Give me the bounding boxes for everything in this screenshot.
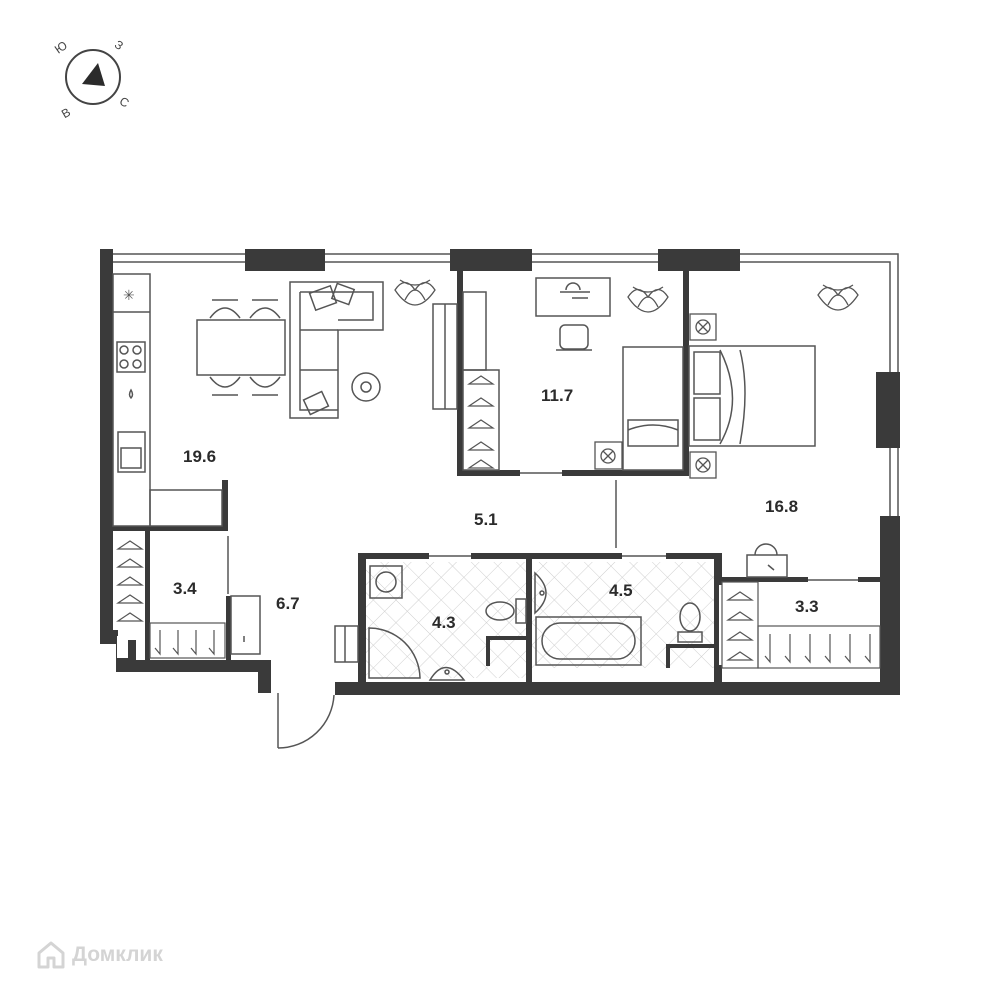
area-label-bedroom-master: 16.8 bbox=[765, 497, 798, 516]
tap-icon bbox=[128, 388, 134, 400]
nightstand-lamp-icon bbox=[689, 313, 717, 341]
hood-icon: ✳ bbox=[123, 287, 135, 303]
area-label-closet-left: 3.4 bbox=[173, 579, 197, 598]
closet-left-hangers bbox=[116, 540, 226, 659]
toilet bbox=[677, 602, 703, 643]
door-openings bbox=[225, 469, 858, 665]
sink-icon bbox=[428, 666, 466, 681]
sofa bbox=[289, 281, 384, 419]
desk bbox=[535, 277, 611, 317]
plant-icon bbox=[394, 279, 436, 306]
shower-cabin bbox=[368, 627, 421, 679]
wardrobe bbox=[462, 291, 500, 471]
interior-walls bbox=[113, 270, 880, 693]
kitchen-unit: ✳ bbox=[112, 273, 223, 527]
dining-table bbox=[196, 299, 286, 396]
plant-icon bbox=[627, 286, 669, 313]
vanity-table bbox=[746, 543, 788, 578]
closet-right-hangers bbox=[721, 581, 881, 669]
area-label-bathroom-shower: 4.3 bbox=[432, 613, 456, 632]
exterior-walls bbox=[100, 249, 900, 695]
single-bed bbox=[622, 346, 684, 471]
compass-north: С bbox=[117, 94, 132, 111]
compass: Ю З В С bbox=[52, 37, 132, 121]
compass-south: Ю bbox=[52, 38, 70, 56]
bathtub bbox=[535, 616, 642, 666]
entrance-bench bbox=[334, 625, 359, 663]
double-bed bbox=[688, 345, 816, 447]
sink-icon bbox=[534, 571, 547, 615]
compass-west: З bbox=[112, 37, 126, 53]
area-label-hallway: 5.1 bbox=[474, 510, 498, 529]
shoe-cabinet bbox=[230, 595, 261, 655]
watermark-text: Домклик bbox=[72, 943, 163, 966]
compass-arrow-icon bbox=[82, 63, 105, 86]
area-label-closet-right: 3.3 bbox=[795, 597, 819, 616]
area-label-bathroom-tub: 4.5 bbox=[609, 581, 633, 600]
house-logo-icon bbox=[37, 941, 65, 969]
sink-icon bbox=[117, 431, 146, 473]
area-label-living-kitchen: 19.6 bbox=[183, 447, 216, 466]
nightstand-lamp-icon bbox=[594, 441, 623, 470]
tv-stand bbox=[432, 303, 458, 410]
compass-east: В bbox=[59, 105, 73, 121]
office-chair bbox=[556, 324, 592, 351]
wardrobe-hangers bbox=[467, 375, 495, 469]
hob-icon bbox=[116, 341, 146, 373]
bathroom-tub-floor bbox=[531, 562, 717, 668]
coffee-table bbox=[351, 372, 381, 402]
entrance-door[interactable] bbox=[277, 693, 335, 749]
watermark: Домклик bbox=[36, 940, 163, 970]
nightstand-lamp-icon bbox=[689, 451, 717, 479]
toilet bbox=[485, 598, 527, 624]
area-label-entrance: 6.7 bbox=[276, 594, 300, 613]
washing-machine bbox=[369, 565, 403, 599]
windows bbox=[113, 253, 899, 516]
area-label-bedroom-small: 11.7 bbox=[541, 386, 573, 405]
plant-icon bbox=[817, 284, 859, 311]
